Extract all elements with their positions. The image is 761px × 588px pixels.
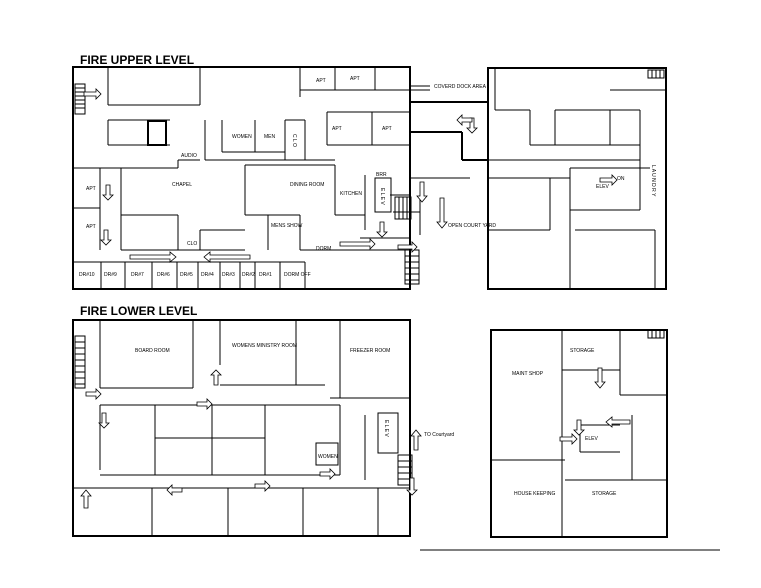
exit-arrow-icon: [466, 117, 478, 134]
label-men-upper: MEN: [264, 134, 276, 140]
stairs-lower-center: [397, 454, 413, 486]
exit-arrow-icon: [100, 229, 112, 246]
label-brr: BRR: [376, 172, 387, 178]
dorm-label: DR#1: [259, 272, 272, 278]
stairs-lower-west: [74, 335, 86, 389]
label-apt-1: APT: [316, 78, 326, 84]
exit-arrow-icon: [456, 114, 473, 126]
label-apt-west-1: APT: [86, 186, 96, 192]
label-on: ON: [617, 176, 625, 182]
label-women-lower: WOMEN: [318, 454, 338, 460]
lower-level-title: FIRE LOWER LEVEL: [80, 304, 197, 318]
label-elev-upper-east: ELEV: [596, 184, 609, 190]
label-audio: AUDIO: [181, 153, 197, 159]
exit-arrow-icon: [85, 388, 102, 400]
dorm-label: DR#5: [180, 272, 193, 278]
exit-arrow-icon: [436, 197, 448, 229]
lower-west-building: [72, 319, 413, 537]
label-elev-upper-west: E L E V: [379, 188, 385, 205]
exit-arrow-icon: [605, 416, 631, 428]
exit-arrow-icon: [102, 184, 114, 201]
dorm-labels: DR#10 DR#9 DR#7 DR#6 DR#5 DR#4 DR#3 DR#2…: [79, 272, 311, 278]
dorm-label: DR#7: [131, 272, 144, 278]
exit-arrow-icon: [339, 238, 376, 250]
upper-west-building: [72, 66, 421, 290]
exit-arrow-icon: [397, 241, 418, 253]
label-to-courtyard: TO Courtyard: [424, 432, 454, 438]
exit-arrows-lower: [80, 367, 631, 509]
label-open-court-yard: OPEN COURT YARD: [448, 223, 496, 229]
label-apt-2: APT: [350, 76, 360, 82]
dorm-label: DORM OFF: [284, 272, 311, 278]
exit-arrow-icon: [406, 477, 418, 496]
upper-connector: [410, 85, 488, 179]
exit-arrow-icon: [80, 489, 92, 509]
exit-arrow-icon: [376, 221, 388, 238]
label-elev-lower-west: E L E V: [383, 420, 389, 437]
exit-arrow-icon: [594, 367, 606, 389]
exit-arrow-icon: [254, 480, 271, 492]
exit-arrow-icon: [196, 398, 213, 410]
dorm-label: DR#9: [104, 272, 117, 278]
upper-level-title: FIRE UPPER LEVEL: [80, 53, 194, 67]
label-housekeeping: HOUSE KEEPING: [514, 491, 556, 497]
exit-arrow-icon: [573, 419, 585, 436]
exit-arrow-icon: [319, 468, 336, 480]
exit-arrow-icon: [410, 429, 422, 451]
label-maint-shop: MAINT SHOP: [512, 371, 544, 377]
label-storage-top: STORAGE: [570, 348, 595, 354]
stairs-upper-east: [647, 69, 665, 79]
label-dorm: DORM: [316, 246, 331, 252]
label-freezer-room: FREEZER ROOM: [350, 348, 390, 354]
stairs-upper-center: [394, 196, 420, 285]
label-apt-4: APT: [382, 126, 392, 132]
exit-arrow-icon: [83, 88, 102, 100]
label-elev-lower-east: ELEV: [585, 436, 598, 442]
stairs-lower-east: [647, 329, 665, 339]
label-kitchen: KITCHEN: [340, 191, 362, 197]
label-laundry: L A U N D R Y: [650, 165, 656, 197]
exit-arrow-icon: [203, 251, 251, 263]
lower-east-building: [490, 329, 668, 538]
exit-arrow-icon: [210, 369, 222, 386]
label-clo-top: C L O: [291, 134, 297, 147]
exit-arrow-icon: [599, 174, 618, 186]
dorm-label: DR#10: [79, 272, 95, 278]
label-dining-room: DINING ROOM: [290, 182, 324, 188]
dorm-label: DR#2: [242, 272, 255, 278]
exit-arrow-icon: [98, 412, 110, 429]
label-board-room: BOARD ROOM: [135, 348, 170, 354]
label-apt-west-2: APT: [86, 224, 96, 230]
label-clo-bottom: CLO: [187, 241, 197, 247]
label-chapel: CHAPEL: [172, 182, 192, 188]
exit-arrow-icon: [416, 181, 428, 203]
label-women-upper: WOMEN: [232, 134, 252, 140]
label-storage-bottom: STORAGE: [592, 491, 617, 497]
dorm-label: DR#3: [222, 272, 235, 278]
dorm-label: DR#4: [201, 272, 214, 278]
label-apt-3: APT: [332, 126, 342, 132]
upper-east-building: [487, 67, 667, 290]
dorm-label: DR#6: [157, 272, 170, 278]
stairs-upper-west: [74, 83, 86, 115]
exit-arrows-upper: [83, 88, 618, 263]
exit-arrow-icon: [129, 251, 177, 263]
label-mens-shower: MENS SHOW: [271, 223, 303, 229]
exit-arrow-icon: [166, 484, 183, 496]
label-covered-dock: COVERD DOCK AREA: [434, 84, 487, 90]
exit-arrow-icon: [559, 433, 578, 445]
label-womens-ministry: WOMENS MINISTRY ROOM: [232, 343, 297, 349]
